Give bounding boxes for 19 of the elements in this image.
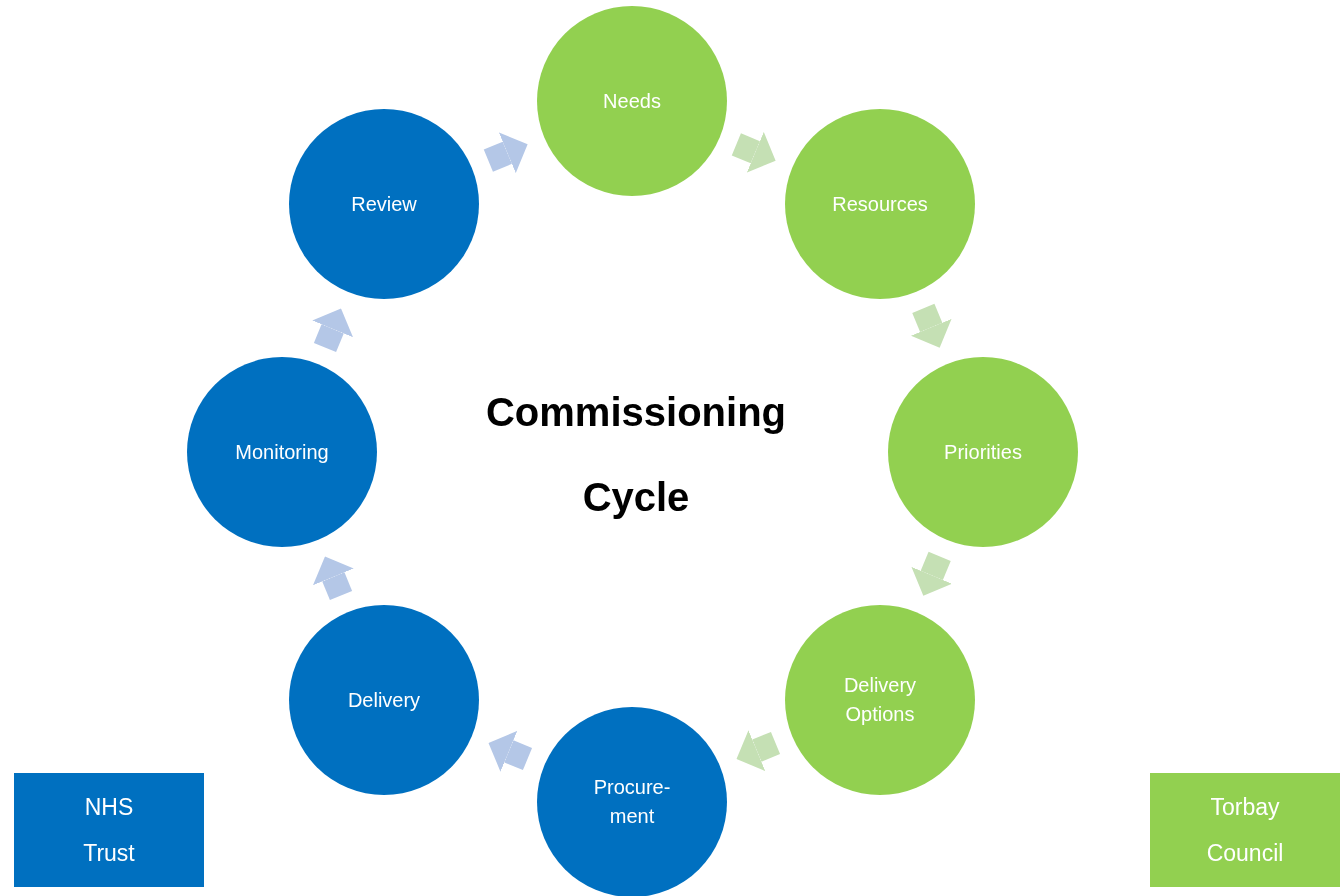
block-arrow: [313, 556, 354, 601]
step-label: Delivery: [347, 687, 421, 713]
step-label: Resources: [832, 191, 928, 217]
block-arrow: [911, 551, 953, 596]
step-label: Review: [351, 191, 417, 217]
diagram-title: Commissioning Cycle: [485, 389, 787, 521]
step-label: Needs: [603, 88, 661, 114]
block-arrow: [488, 731, 533, 772]
step-label: Monitoring: [235, 439, 329, 465]
block-arrow: [736, 730, 781, 771]
block-arrow: [483, 132, 528, 174]
legend-label: NHS Trust: [82, 793, 136, 868]
block-arrow: [910, 303, 952, 348]
step-label: Delivery Options: [842, 673, 918, 727]
step-label: Priorities: [944, 439, 1022, 465]
step-label: Procure- ment: [592, 775, 672, 829]
block-arrow: [312, 308, 353, 353]
block-arrow: [731, 131, 776, 173]
legend-label: Torbay Council: [1205, 793, 1285, 868]
